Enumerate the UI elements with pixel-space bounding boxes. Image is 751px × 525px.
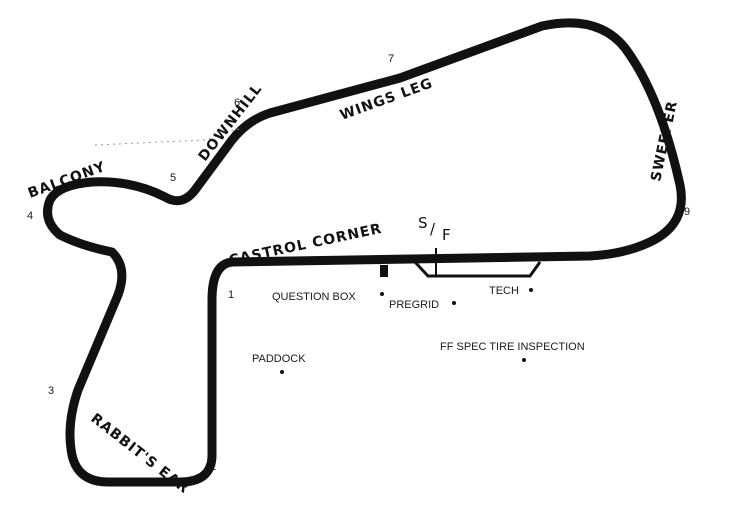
corner-number: 4 [27,210,33,222]
facility-dot [280,370,284,374]
facility-dot [522,358,526,362]
corner-number: 2 [210,461,216,473]
start-finish-slash: / [430,220,436,238]
facility-dot [380,292,384,296]
facility-pregrid: PREGRID [389,299,439,311]
track-outline [43,18,686,487]
pit-lane [413,260,542,278]
start-finish-f: F [442,226,451,244]
facility-paddock: PADDOCK [252,353,306,365]
corner-number: 9 [684,206,690,218]
facility-tech: TECH [489,285,519,297]
facility-dot [452,301,456,305]
facility-ff-spec-tire-inspection: FF SPEC TIRE INSPECTION [440,341,585,353]
start-finish: S / F [418,214,451,276]
start-finish-s: S [418,214,428,232]
corner-number: 1 [228,289,234,301]
corner-number: 5 [170,172,176,184]
corner-number: 6 [234,97,240,109]
facility-question-box: QUESTION BOX [272,291,356,303]
corner-number: 7 [388,53,394,65]
corner-number: 3 [48,385,54,397]
dotted-guide-line [94,127,243,146]
pit-marker [380,265,388,277]
facility-dot [529,288,533,292]
